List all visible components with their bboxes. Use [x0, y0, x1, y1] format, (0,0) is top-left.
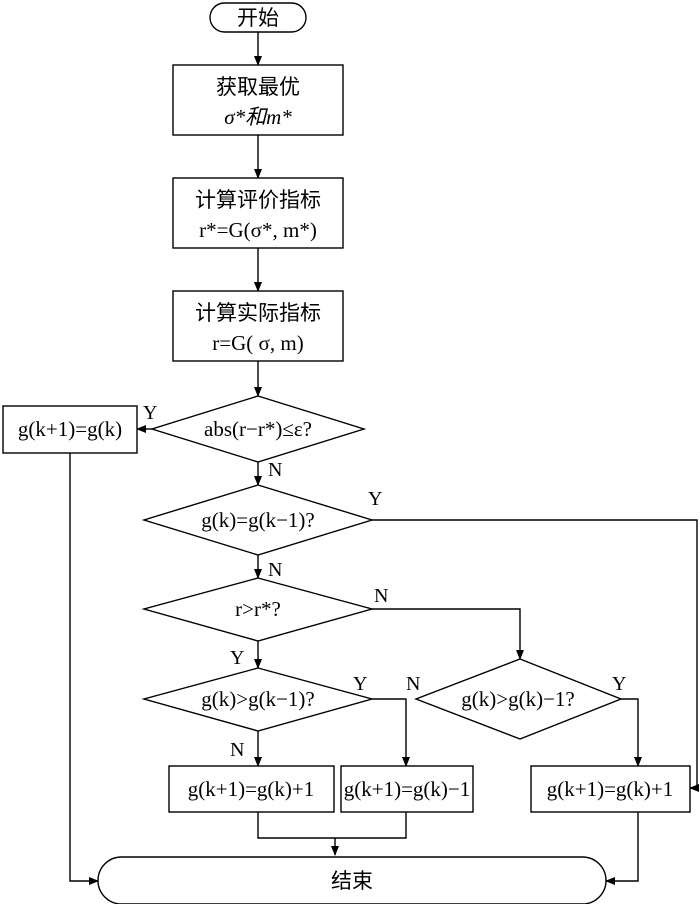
arrow-gk-left-yes — [372, 698, 410, 767]
decision-abs: abs(r−r*)≤ε? — [149, 395, 367, 463]
start-terminal: 开始 — [209, 2, 307, 33]
label-gk-left-no: N — [230, 739, 244, 761]
calc-eval-line2: r*=G(σ*, m*) — [199, 218, 317, 242]
decision-r: r>r*? — [141, 577, 375, 642]
decision-equal: g(k)=g(k−1)? — [141, 484, 375, 556]
box-plus-left-label: g(k+1)=g(k)+1 — [188, 777, 315, 801]
label-gk-right-yes: Y — [612, 673, 626, 695]
decision-gk-right-label: g(k)>g(k)−1? — [461, 687, 574, 711]
decision-gk-right: g(k)>g(k)−1? — [414, 658, 623, 740]
start-label: 开始 — [237, 6, 279, 30]
calc-actual-box: 计算实际指标 r=G( σ, m) — [172, 290, 344, 362]
arrow-right-box-to-end — [605, 812, 639, 885]
decision-gk-left-label: g(k)>g(k−1)? — [201, 687, 314, 711]
label-equal-no: N — [268, 559, 282, 581]
box-left-label: g(k+1)=g(k) — [18, 417, 122, 441]
label-gk-right-no: N — [406, 673, 420, 695]
get-optimal-line2: σ*和m* — [224, 105, 292, 129]
calc-actual-line2: r=G( σ, m) — [212, 331, 303, 355]
merge-bottom-boxes — [257, 812, 407, 839]
box-minus-label: g(k+1)=g(k)−1 — [344, 777, 471, 801]
label-abs-no: N — [268, 459, 282, 481]
calc-eval-box: 计算评价指标 r*=G(σ*, m*) — [172, 177, 344, 249]
branch-labels: Y N Y N N Y Y N N Y — [143, 402, 626, 761]
arrow-left-box-to-end — [69, 453, 99, 885]
box-plus-right: g(k+1)=g(k)+1 — [530, 765, 691, 813]
label-gk-left-yes: Y — [353, 673, 367, 695]
connectors — [69, 32, 699, 885]
label-r-yes: Y — [230, 647, 244, 669]
box-plus-right-label: g(k+1)=g(k)+1 — [547, 777, 674, 801]
end-label: 结束 — [331, 869, 373, 893]
decision-gk-left: g(k)>g(k−1)? — [141, 667, 375, 732]
arrow-gk-right-yes — [621, 698, 642, 767]
arrow-r-no — [372, 608, 524, 660]
box-plus-left: g(k+1)=g(k)+1 — [168, 765, 335, 813]
get-optimal-line1: 获取最优 — [216, 75, 300, 99]
label-abs-yes: Y — [143, 402, 157, 424]
label-r-no: N — [374, 585, 388, 607]
get-optimal-box: 获取最优 σ*和m* — [172, 64, 344, 136]
arrow-equal-yes — [372, 519, 699, 792]
calc-eval-line1: 计算评价指标 — [195, 188, 321, 212]
calc-actual-line1: 计算实际指标 — [195, 301, 321, 325]
end-terminal: 结束 — [97, 856, 607, 904]
label-equal-yes: Y — [368, 488, 382, 510]
decision-equal-label: g(k)=g(k−1)? — [201, 508, 314, 532]
box-minus: g(k+1)=g(k)−1 — [340, 765, 474, 813]
decision-abs-label: abs(r−r*)≤ε? — [204, 417, 312, 441]
box-left: g(k+1)=g(k) — [2, 405, 138, 454]
decision-r-label: r>r*? — [235, 597, 281, 621]
